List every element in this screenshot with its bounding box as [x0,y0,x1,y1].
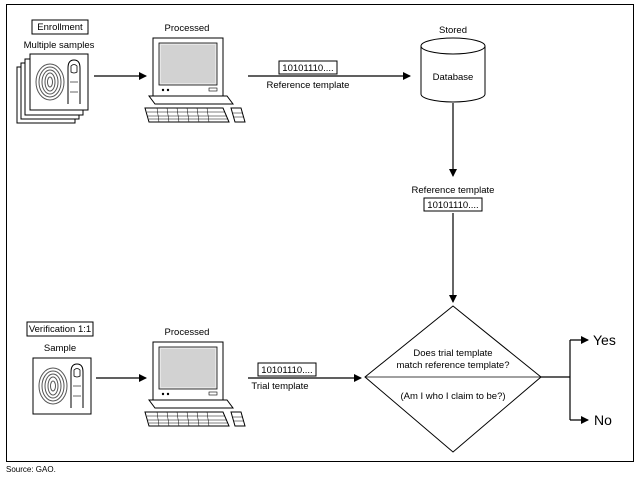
computer-icon [144,341,246,427]
verification-title: Verification 1:1 [29,324,91,335]
trial-template-code: 10101110.... [261,365,312,376]
enrollment-template-code-box: 10101110.... [278,60,338,75]
enrollment-template-label: Reference template [267,80,350,91]
database-icon [420,37,486,103]
reference-template-code: 10101110.... [427,200,478,211]
fingerprint-icon [29,53,89,111]
fingerprint-icon [32,357,92,415]
verification-subtitle: Sample [44,343,76,354]
enrollment-processed-label: Processed [165,23,210,34]
enrollment-samples-stack [16,53,89,124]
trial-template-code-box: 10101110.... [257,362,317,377]
computer-icon [144,37,246,123]
diagram-frame [6,4,634,462]
trial-template-label: Trial template [251,381,308,392]
source-note: Source: GAO. [6,465,56,474]
no-label: No [594,412,612,428]
enrollment-title-box: Enrollment [31,19,89,35]
enrollment-template-code: 10101110.... [282,63,333,74]
database-label: Database [433,72,474,83]
stored-label: Stored [439,25,467,36]
verification-title-box: Verification 1:1 [26,321,94,337]
decision-question-line2: match reference template? [396,360,509,371]
verification-processed-label: Processed [165,327,210,338]
reference-template-code-box: 10101110.... [423,197,483,212]
decision-branches [541,336,589,424]
reference-template-label: Reference template [412,185,495,196]
enrollment-subtitle: Multiple samples [24,40,95,51]
decision-diamond [364,305,542,453]
enrollment-title: Enrollment [37,22,83,33]
decision-question-line3: (Am I who I claim to be?) [400,391,505,402]
yes-label: Yes [593,332,616,348]
decision-question-line1: Does trial template [413,348,492,359]
